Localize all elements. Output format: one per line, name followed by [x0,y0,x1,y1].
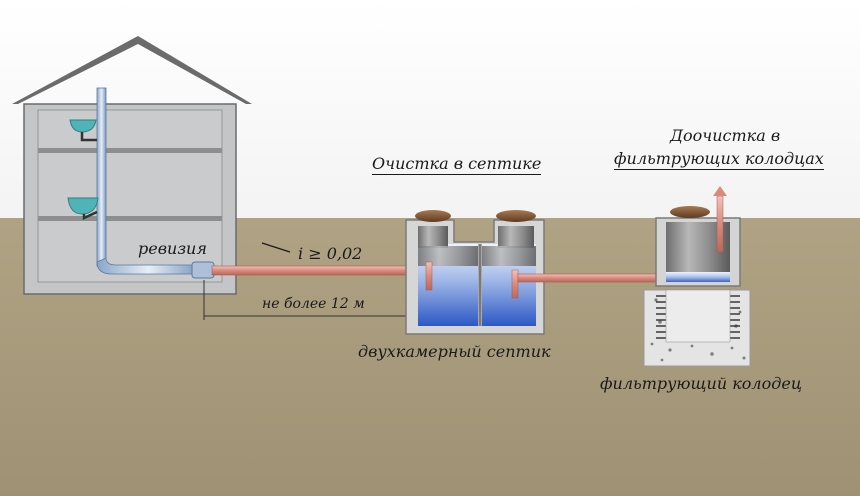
sink-lower-trap [82,210,98,220]
septic-neck-left [418,226,448,248]
sink-lower [67,197,99,215]
label-post-treatment-line1: Доочистка в [670,126,781,145]
floor-1 [38,148,222,153]
septic-lid-right [496,210,536,222]
label-filter-well: фильтрующий колодец [600,374,802,393]
label-post-treatment-line2: фильтрующих колодцах [614,149,824,170]
house-interior [37,109,223,283]
filter-well [643,186,751,367]
sink-upper-trap [80,132,97,142]
septic-neck-right [498,226,534,248]
septic-tank [405,210,545,335]
outlet-pipe-septic [517,273,665,283]
well-slots [656,295,740,339]
floor-2 [38,216,222,221]
vent-pipe [716,195,724,253]
inlet-pipe [211,265,425,276]
riser-pipe [96,87,107,267]
well-lid [670,206,710,218]
well-filter-body [665,289,731,343]
septic-lid-left [415,210,451,222]
label-slope: i ≥ 0,02 [298,244,363,263]
label-two-chamber-septic: двухкамерный септик [358,342,551,361]
label-revision: ревизия [138,239,207,258]
septic-tee-inlet [425,261,433,291]
slope-indicator [261,242,291,253]
house [12,36,252,295]
label-septic-treatment: Очистка в септике [372,154,542,175]
label-distance: не более 12 м [262,296,365,312]
vent-arrow-icon [713,186,727,196]
septic-tee-outlet [511,269,519,299]
well-water [666,272,730,282]
revision-fitting [191,261,215,279]
